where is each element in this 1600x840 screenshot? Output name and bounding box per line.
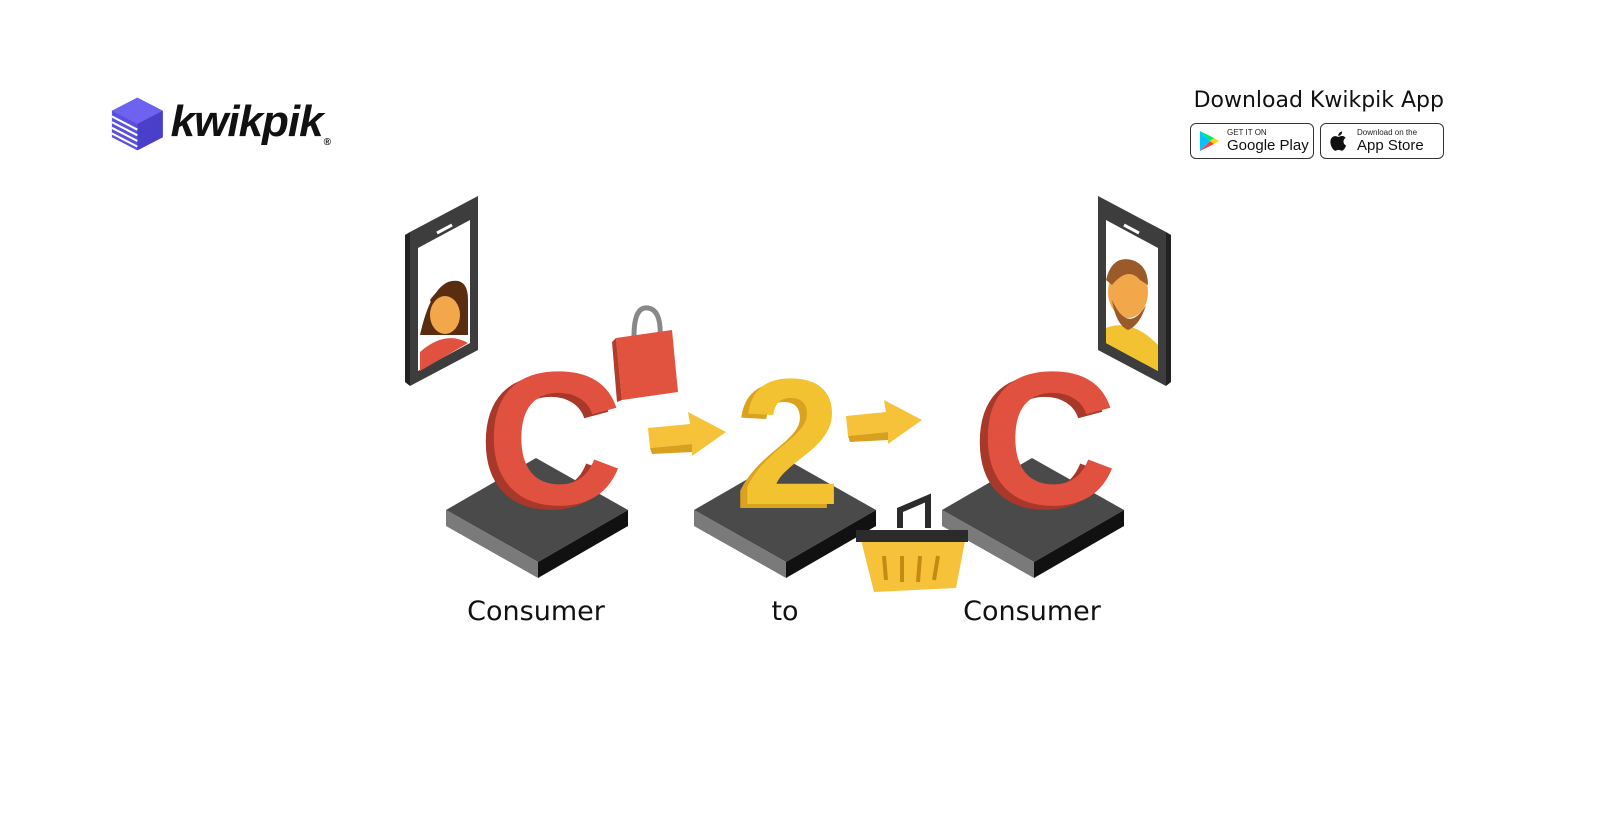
google-play-small-text: GET IT ON: [1227, 128, 1267, 137]
right-phone-icon: [1098, 196, 1171, 386]
brand-wordmark: kwikpik®: [170, 96, 331, 149]
number-two: 2: [734, 346, 834, 547]
number-two-face: 2: [741, 342, 841, 543]
letter-c-left-face: C: [486, 333, 623, 545]
caption-to: to: [771, 596, 799, 627]
download-section: Download Kwikpik App GET IT ON Google Pl…: [1184, 88, 1444, 159]
platform-left: [446, 458, 628, 578]
caption-consumer-left: Consumer: [467, 596, 605, 627]
platform-right: [942, 458, 1124, 578]
letter-c-right: C: [972, 337, 1109, 549]
google-play-button[interactable]: GET IT ON Google Play: [1190, 123, 1314, 159]
arrow-right-icon-2: [846, 400, 922, 444]
download-title: Download Kwikpik App: [1193, 88, 1444, 113]
app-store-small-text: Download on the: [1357, 128, 1418, 137]
store-badges: GET IT ON Google Play Download on the Ap…: [1184, 123, 1444, 159]
basket-icon: [856, 493, 968, 592]
brand-logo[interactable]: kwikpik®: [110, 92, 331, 156]
letter-c-right-face: C: [980, 333, 1117, 545]
letter-c-left: C: [478, 337, 615, 549]
shopping-bag-icon: [612, 305, 678, 402]
google-play-big-text: Google Play: [1227, 137, 1309, 154]
apple-icon: [1330, 131, 1347, 151]
google-play-icon: [1200, 131, 1219, 151]
app-store-button[interactable]: Download on the App Store: [1320, 123, 1444, 159]
app-store-big-text: App Store: [1357, 137, 1424, 154]
platform-middle: [694, 458, 876, 578]
arrow-right-icon-1: [648, 412, 726, 456]
caption-consumer-right: Consumer: [963, 596, 1101, 627]
kwikpik-cube-icon: [111, 97, 163, 151]
left-phone-icon: [405, 196, 478, 386]
